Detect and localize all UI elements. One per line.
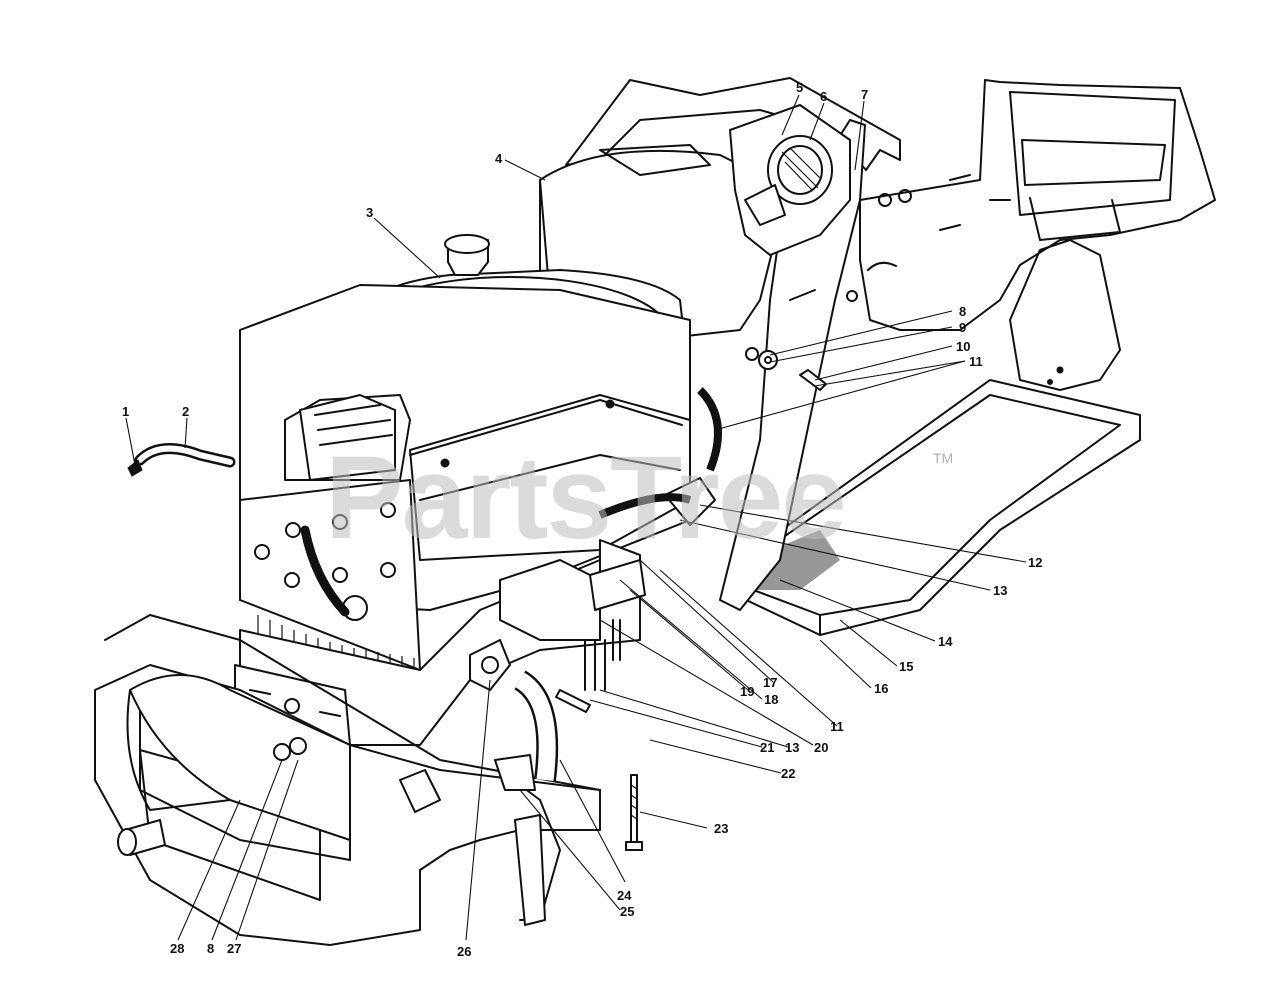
- callout-8-lower: 8: [207, 941, 214, 956]
- callout-11-lower: 11: [830, 719, 844, 734]
- dash-post: [719, 119, 866, 611]
- callout-21: 21: [760, 740, 774, 755]
- callout-9: 9: [959, 320, 966, 335]
- callout-4: 4: [495, 151, 503, 166]
- callouts: 1 2 3 4 5 6 7 8 9 10 11 12 13 14 15 16 1…: [122, 80, 1042, 959]
- hardware: [127, 347, 827, 851]
- callout-23: 23: [714, 821, 728, 836]
- callout-2: 2: [182, 404, 189, 419]
- callout-8-upper: 8: [959, 304, 966, 319]
- callout-27: 27: [227, 941, 241, 956]
- callout-7: 7: [861, 87, 868, 102]
- callout-18: 18: [764, 692, 778, 707]
- rear-fender-frame: [565, 77, 1216, 391]
- front-hood: [94, 614, 601, 946]
- callout-11-upper: 11: [969, 354, 983, 369]
- callout-13-right: 13: [993, 583, 1007, 598]
- callout-6: 6: [820, 89, 827, 104]
- fuel-cap: [729, 104, 851, 256]
- watermark-text: PartsTree: [325, 432, 845, 564]
- callout-26: 26: [457, 944, 471, 959]
- callout-13-lower: 13: [785, 740, 799, 755]
- callout-24: 24: [617, 888, 632, 903]
- callout-25: 25: [620, 904, 634, 919]
- callout-10: 10: [956, 339, 970, 354]
- watermark: PartsTree TM: [325, 432, 953, 564]
- callout-20: 20: [814, 740, 828, 755]
- callout-28: 28: [170, 941, 184, 956]
- watermark-trademark: TM: [933, 450, 953, 466]
- callout-1: 1: [122, 404, 129, 419]
- callout-3: 3: [366, 205, 373, 220]
- leader-lines: [125, 94, 1027, 941]
- callout-5: 5: [796, 80, 803, 95]
- callout-14: 14: [938, 634, 953, 649]
- engine: [234, 234, 722, 746]
- callout-16: 16: [874, 681, 888, 696]
- callout-17: 17: [763, 675, 777, 690]
- callout-22: 22: [781, 766, 795, 781]
- callout-12: 12: [1028, 555, 1042, 570]
- callout-15: 15: [899, 659, 913, 674]
- callout-19: 19: [740, 684, 754, 699]
